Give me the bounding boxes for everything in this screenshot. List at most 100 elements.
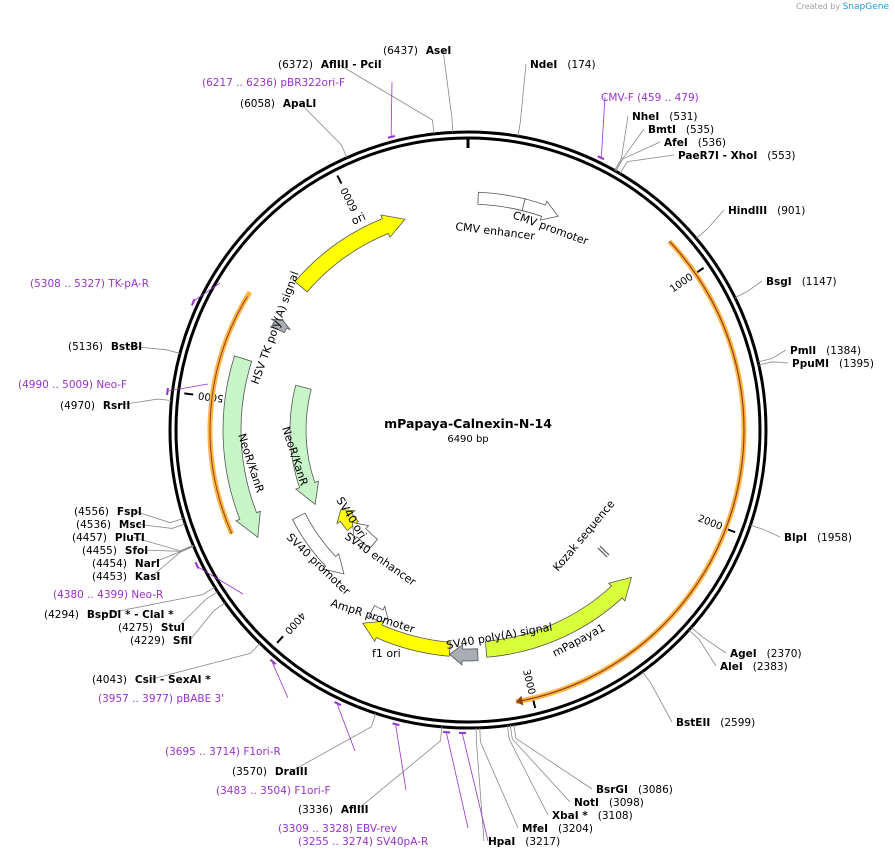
primer-mark (269, 658, 277, 665)
site-label: (4457)PluTI (72, 532, 145, 544)
site-label: (4453)KasI (92, 571, 160, 583)
site-label: BsrGI(3086) (596, 784, 673, 796)
site-name: AgeI (730, 648, 757, 660)
site-name: XbaI * (552, 810, 588, 822)
site-label: (4455)SfoI (82, 545, 148, 557)
site-leader (291, 713, 377, 772)
orf-arc-left-line (209, 296, 248, 534)
site-name: PaeR7I (678, 150, 719, 162)
site-leader (135, 523, 186, 529)
primer-leader (446, 733, 469, 829)
site-leader (758, 361, 789, 366)
primer-label: (6217 .. 6236) pBR322ori-F (202, 77, 345, 89)
site-name: NdeI (530, 59, 557, 71)
site-label: AfeI(536) (664, 137, 726, 149)
site-leader (141, 545, 194, 552)
site-leader (619, 154, 675, 174)
feature-shape (289, 384, 320, 506)
site-name: PluTI (115, 532, 145, 544)
primer-label: (4990 .. 5009) Neo-F (18, 379, 127, 391)
site-pos: (5136) (68, 341, 103, 353)
feature-shape (362, 620, 451, 657)
site-leader (479, 727, 519, 829)
primer-label: (3255 .. 3274) SV40pA-R (298, 836, 428, 848)
site-label: NheI(531) (632, 111, 698, 123)
primer-mark (194, 561, 200, 569)
site-label: AleI (2383) (720, 661, 788, 673)
site-name: SfoI (125, 545, 148, 557)
site-name: PmlI (790, 345, 816, 357)
feature-label: SV40 enhancer (342, 530, 418, 589)
site-leader (133, 510, 184, 524)
site-name: FspI (117, 506, 142, 518)
site-name: BspDI * (87, 609, 131, 621)
orf-arc-head (515, 695, 524, 706)
site-label: NdeI (174) (530, 59, 596, 71)
site-label: MfeI(3204) (522, 823, 593, 835)
site-leader (642, 671, 673, 723)
primer-leader (336, 704, 356, 752)
site-label: HpaI(3217) (488, 836, 560, 848)
site-name: BlpI (784, 532, 807, 544)
site-pos: (1958) (817, 532, 852, 544)
site-name: BsgI (766, 276, 792, 288)
plasmid-name: mPapaya-Calnexin-N-14 (384, 416, 552, 431)
tick-mark (184, 392, 194, 396)
feature-shape (352, 522, 378, 550)
site-pos: (4229) (130, 635, 165, 647)
feature-shape (477, 191, 559, 221)
site-leader (299, 102, 348, 158)
site-leader (189, 602, 226, 641)
site-name: PpuMI (792, 358, 829, 370)
site-leader (614, 115, 629, 171)
site-label: (4970)RsrII (60, 400, 130, 412)
site-leader (750, 524, 781, 538)
site-label: (6058)ApaLI (240, 98, 316, 110)
site-pos: (174) (567, 59, 595, 71)
primer-mark (597, 155, 605, 161)
feature-label: Kozak sequence (550, 497, 617, 574)
site-extra: - SexAI * (156, 674, 211, 686)
site-label: PpuMI(1395) (792, 358, 874, 370)
tick-mark (336, 175, 343, 185)
tick-label: 4000 (282, 610, 307, 636)
primer-leader (395, 725, 407, 791)
feature-label: ori (349, 210, 367, 228)
primer-label: (3309 .. 3328) EBV-rev (278, 823, 397, 835)
site-name: AfeI (664, 137, 688, 149)
site-pos: (4970) (60, 400, 95, 412)
site-name: AseI (426, 45, 451, 57)
site-label: (4536)MscI (76, 519, 146, 531)
site-name: AflIII (321, 59, 349, 71)
orf-arc-line (519, 240, 745, 702)
primer-leader (195, 565, 244, 595)
site-leader (177, 591, 218, 628)
site-label: PmlI(1384) (790, 345, 861, 357)
site-label: (5136)BstBI (68, 341, 142, 353)
site-label: (3570)DraIII (232, 766, 308, 778)
site-pos: (4275) (118, 622, 153, 634)
feature-shape (484, 576, 633, 658)
site-label: (6372)AflIII - PciI (278, 59, 382, 71)
site-name: SfiI (173, 635, 192, 647)
site-pos: (4294) (44, 609, 79, 621)
site-extra: - PciI (349, 59, 382, 71)
site-pos: (4453) (92, 571, 127, 583)
site-name: AleI (720, 661, 743, 673)
kozak-mark (597, 547, 608, 558)
site-pos: (2383) (753, 661, 788, 673)
site-label: BsgI (1147) (766, 276, 837, 288)
snapgene-brand: SnapGene (842, 2, 889, 12)
snapgene-credit: Created by SnapGene (796, 2, 889, 12)
primer-label: (5308 .. 5327) TK-pA-R (30, 278, 149, 290)
site-pos: (2370) (767, 648, 802, 660)
site-name: HindIII (728, 205, 767, 217)
tick-label: 3000 (520, 668, 537, 695)
site-pos: (3570) (232, 766, 267, 778)
site-pos: (1147) (802, 276, 837, 288)
tick-label: 1000 (668, 272, 695, 295)
site-leader (357, 726, 443, 810)
